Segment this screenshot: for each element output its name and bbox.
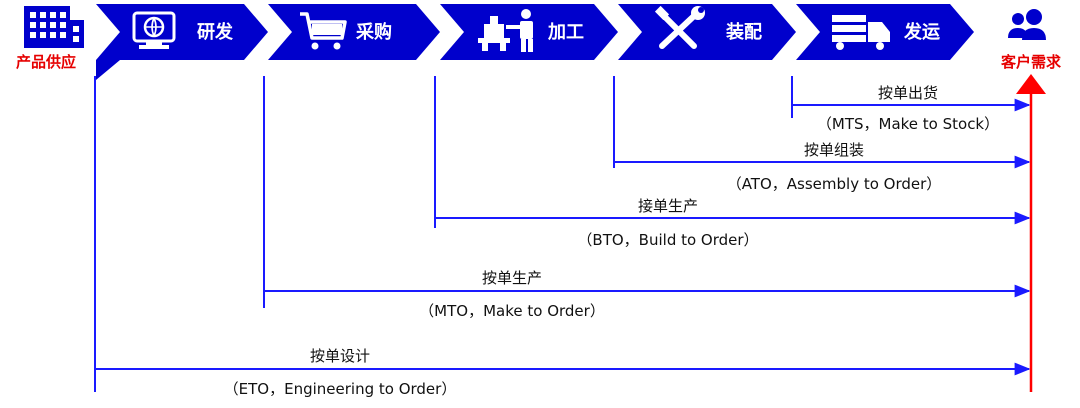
demand-label: 客户需求 <box>1000 53 1062 71</box>
eto-title: 按单设计 <box>310 347 370 365</box>
stage-label-purchasing: 采购 <box>355 21 392 43</box>
ato-title: 按单组装 <box>804 141 864 159</box>
supply-label: 产品供应 <box>16 53 76 71</box>
mto-subtitle: （MTO，Make to Order） <box>419 302 605 320</box>
shopping-cart-icon <box>300 12 347 50</box>
wrench-screwdriver-icon <box>654 5 705 49</box>
stage-chevron-1 <box>96 4 268 60</box>
stage-label-machining: 加工 <box>547 22 584 43</box>
eto-subtitle: （ETO，Engineering to Order） <box>224 380 457 398</box>
customer-demand-line <box>1016 74 1046 392</box>
mts-subtitle: （MTS，Make to Stock） <box>817 115 999 133</box>
ato-subtitle: （ATO，Assembly to Order） <box>727 175 942 193</box>
building-icon <box>24 6 84 48</box>
decoupling-lines <box>94 76 793 392</box>
stage-label-research: 研发 <box>197 21 234 43</box>
mto-title: 按单生产 <box>482 269 542 287</box>
mts-title: 按单出货 <box>878 84 938 102</box>
stage-chevron-2 <box>268 4 440 60</box>
stage-label-shipping: 发运 <box>903 21 940 43</box>
delivery-truck-icon <box>832 15 890 50</box>
bto-subtitle: （BTO，Build to Order） <box>577 231 758 249</box>
stage-label-assembly: 装配 <box>726 21 762 43</box>
globe-monitor-icon <box>132 11 176 49</box>
users-icon <box>1008 9 1046 40</box>
bto-title: 接单生产 <box>638 197 698 215</box>
stage-chevron-4 <box>618 4 796 60</box>
machining-worker-icon <box>478 9 533 52</box>
